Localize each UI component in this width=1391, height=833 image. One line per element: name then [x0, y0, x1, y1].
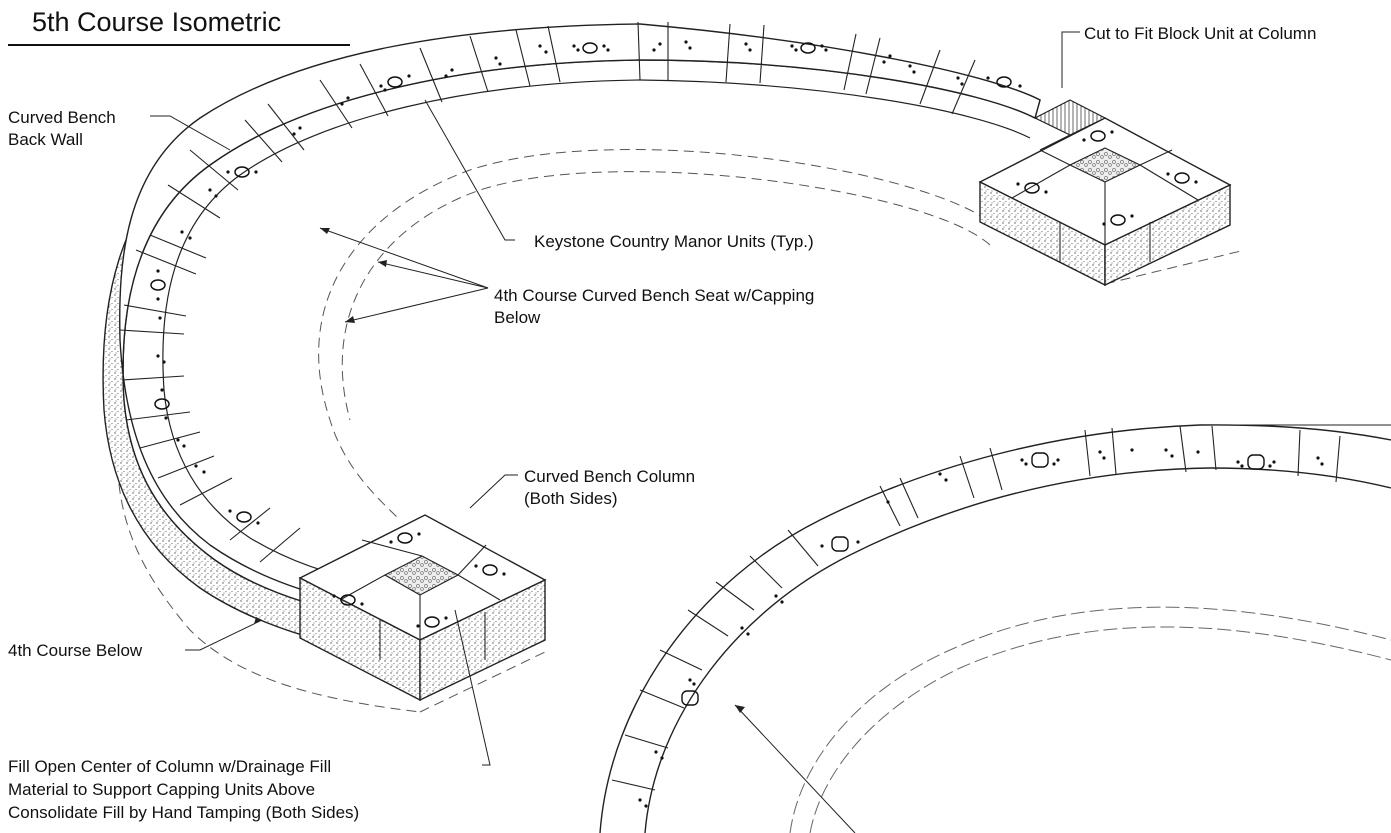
fill-note-line3: Consolidate Fill by Hand Tamping (Both S…	[8, 803, 360, 822]
plan-ring	[599, 424, 1391, 833]
lower-column	[298, 514, 547, 702]
upper-column	[978, 99, 1232, 287]
fourth-course-label: 4th Course Below	[8, 641, 143, 660]
column-label-line2: (Both Sides)	[524, 489, 618, 508]
fill-note-line1: Fill Open Center of Column w/Drainage Fi…	[8, 757, 332, 776]
leader-arrowheads	[254, 228, 745, 713]
seat-capping-label-line1: 4th Course Curved Bench Seat w/Capping	[494, 286, 815, 305]
ring-block-joints	[119, 21, 976, 563]
fill-note-line2: Material to Support Capping Units Above	[8, 780, 316, 799]
back-wall-label-line2: Back Wall	[8, 130, 83, 149]
seat-capping-label-line2: Below	[494, 308, 541, 327]
back-wall-top	[119, 23, 1041, 617]
ring-block-symbols	[150, 40, 1022, 525]
title-underline	[8, 44, 350, 46]
back-wall-inner-edge	[162, 79, 1031, 583]
back-wall-label-line1: Curved Bench	[8, 108, 116, 127]
keystone-units-label: Keystone Country Manor Units (Typ.)	[534, 232, 814, 251]
drawing-title: 5th Course Isometric	[32, 7, 282, 37]
cut-to-fit-label: Cut to Fit Block Unit at Column	[1084, 24, 1317, 43]
column-label-line1: Curved Bench Column	[524, 467, 696, 486]
leader-lines	[150, 31, 1080, 833]
